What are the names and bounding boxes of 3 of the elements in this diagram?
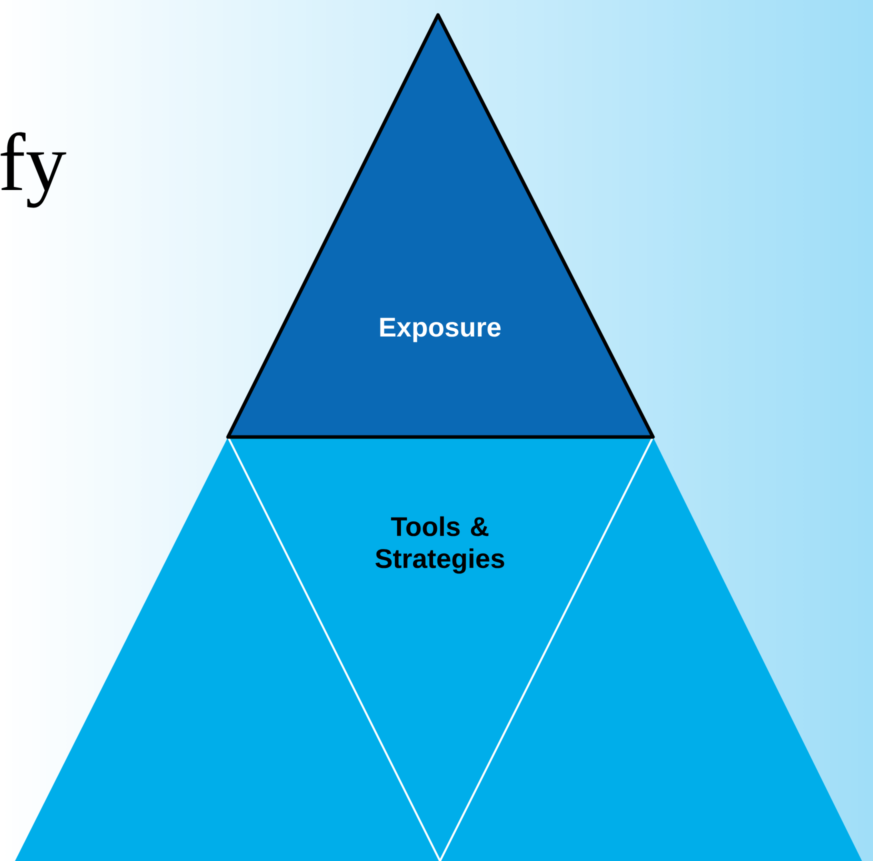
triangle-segment: Exposure: [228, 15, 653, 437]
heading-text: fy: [0, 132, 66, 208]
node-label: Tools & Strategies: [376, 516, 504, 574]
